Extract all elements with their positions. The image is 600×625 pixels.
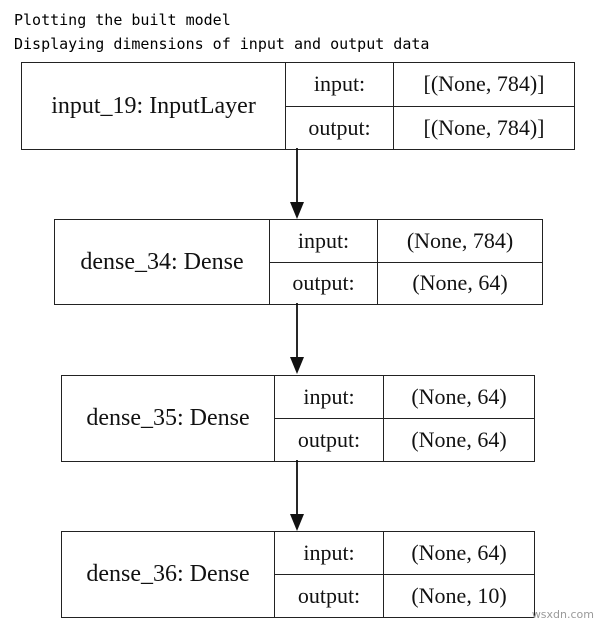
io-labels: input: output: (270, 220, 378, 304)
input-label: input: (297, 227, 350, 253)
io-labels: input: output: (275, 532, 384, 617)
input-label: input: (303, 384, 355, 409)
output-shape: [(None, 784)] (394, 105, 574, 150)
io-labels: input: output: (286, 63, 394, 149)
console-line-2: Displaying dimensions of input and outpu… (14, 35, 430, 53)
console-line-1: Plotting the built model (14, 11, 231, 29)
layer-name: dense_35: Dense (62, 376, 275, 461)
output-label: output: (275, 418, 383, 461)
input-shape: [(None, 784)] (423, 71, 545, 97)
input-shape: (None, 64) (411, 540, 507, 565)
io-values: (None, 64) (None, 10) (384, 532, 534, 617)
io-values: [(None, 784)] [(None, 784)] (394, 63, 574, 149)
layer-node-dense-34: dense_34: Dense input: output: (None, 78… (54, 219, 543, 305)
output-shape: (None, 64) (378, 261, 542, 305)
layer-node-input-19: input_19: InputLayer input: output: [(No… (21, 62, 575, 150)
layer-node-dense-36: dense_36: Dense input: output: (None, 64… (61, 531, 535, 618)
output-label: output: (270, 261, 377, 305)
watermark: wsxdn.com (531, 608, 594, 621)
output-shape: (None, 10) (384, 574, 534, 617)
io-labels: input: output: (275, 376, 384, 461)
layer-node-dense-35: dense_35: Dense input: output: (None, 64… (61, 375, 535, 462)
layer-name: dense_34: Dense (55, 220, 270, 304)
input-label: input: (313, 71, 366, 97)
layer-name: dense_36: Dense (62, 532, 275, 617)
layer-name: input_19: InputLayer (22, 63, 286, 149)
output-label: output: (275, 574, 383, 617)
arrow-3 (290, 460, 304, 531)
arrow-2 (290, 303, 304, 374)
input-shape: (None, 64) (411, 384, 507, 409)
input-label: input: (303, 540, 355, 565)
input-shape: (None, 784) (406, 227, 514, 253)
io-values: (None, 64) (None, 64) (384, 376, 534, 461)
arrow-1 (290, 148, 304, 219)
output-label: output: (286, 105, 393, 150)
io-values: (None, 784) (None, 64) (378, 220, 542, 304)
output-shape: (None, 64) (384, 418, 534, 461)
